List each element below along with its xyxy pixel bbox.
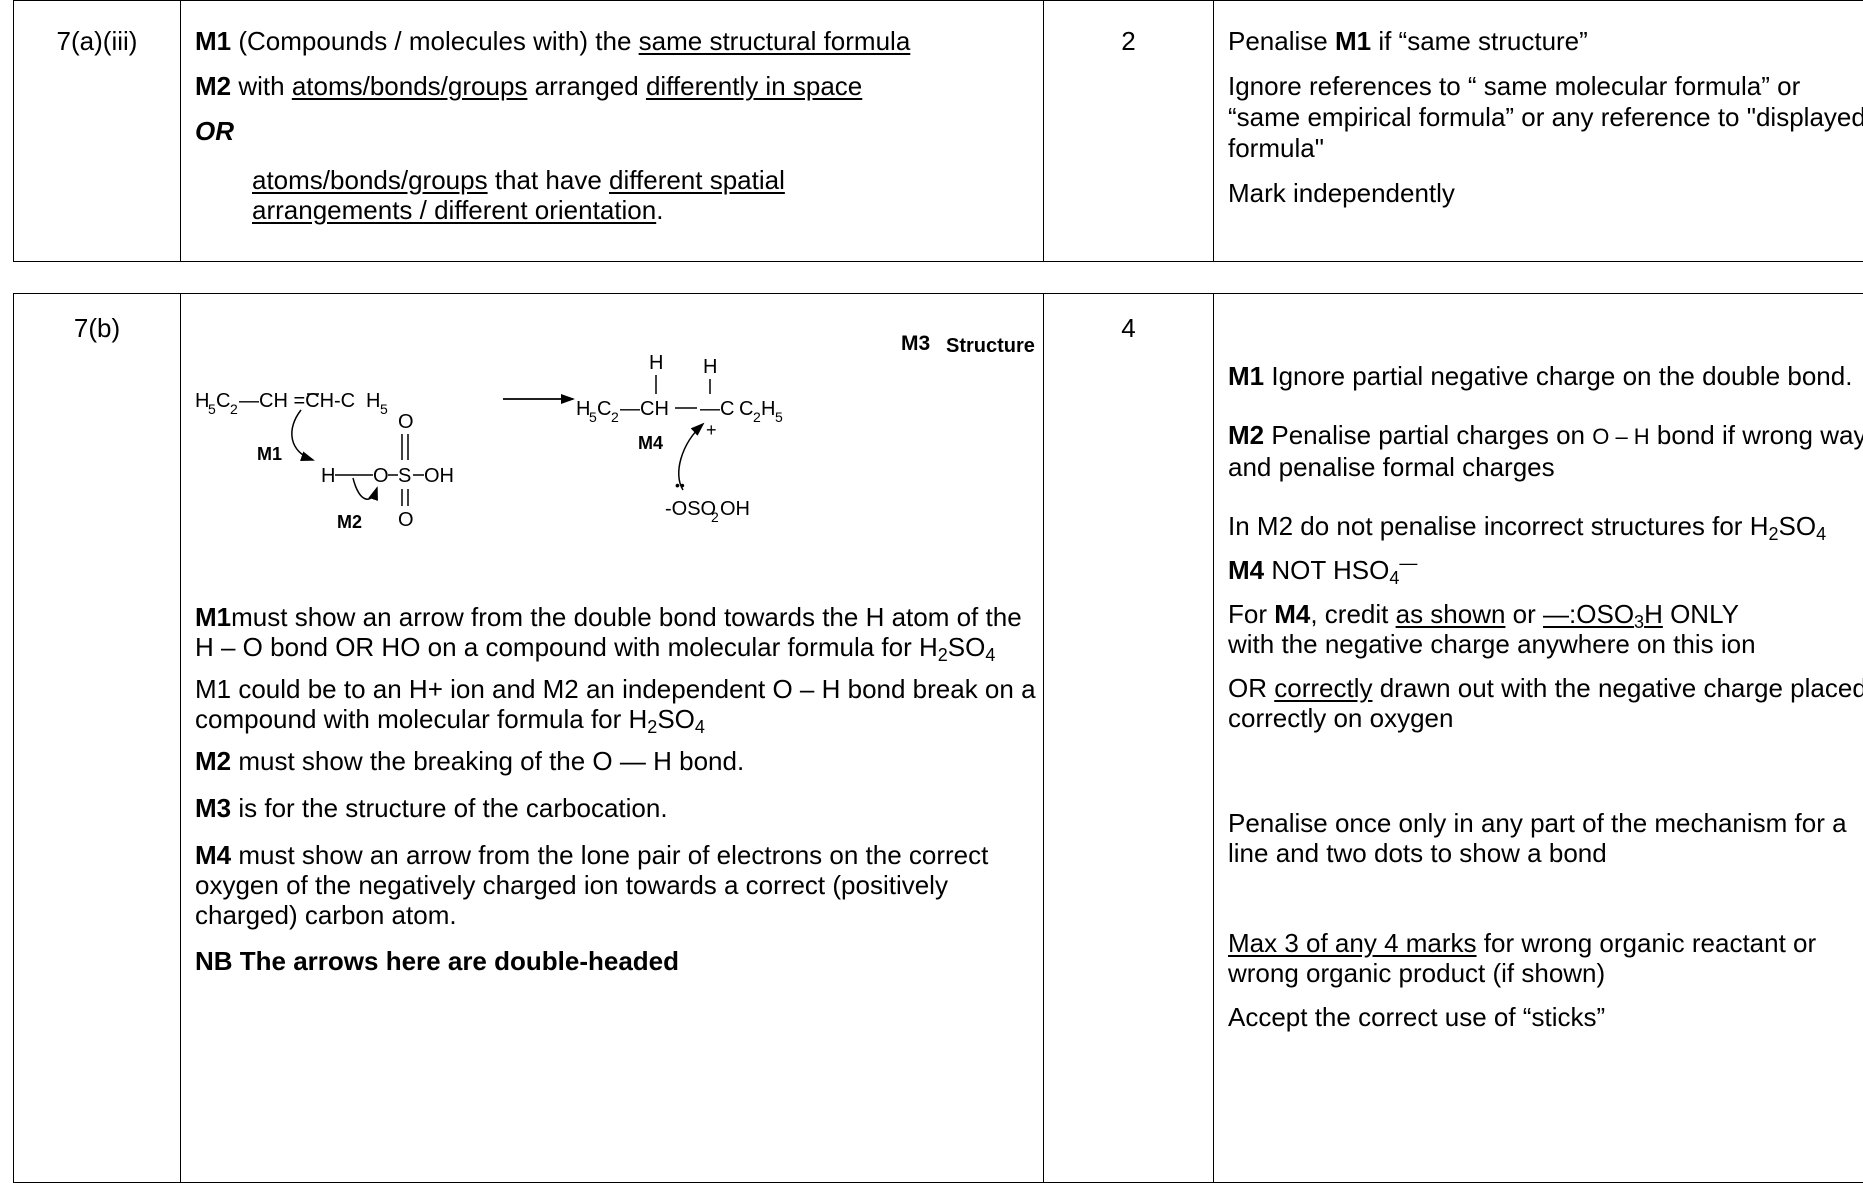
svg-text:C: C [216,390,230,412]
svg-text:5: 5 [589,409,597,425]
svg-text:+: + [706,420,717,440]
product-carbocation: H H H 5 C 2 —CH —C C 2 H 5 [576,352,783,440]
answer-p2: M1 could be to an H+ ion and M2 an indep… [195,674,1043,734]
svg-text:OH: OH [424,465,454,487]
m2-label: M2 [337,512,362,532]
reactant-alkene: H 5 C 2 —CH =CH-C H 5 [195,390,388,417]
svg-text:O: O [398,509,414,531]
svg-text:—CH: —CH [620,398,669,420]
guidance-m2: M2 Penalise partial charges on O – H bon… [1228,420,1863,482]
answer-alternative: atoms/bonds/groups that have different s… [195,165,1043,225]
mechanism-svg: M3 Structure H 5 C 2 —CH =CH-C H 5 [181,294,1041,602]
svg-text:5: 5 [380,401,388,417]
m1-label: M1 [257,444,282,464]
svg-text:-OSO: -OSO [665,498,716,520]
answer-p4: M3 is for the structure of the carbocati… [195,793,1043,824]
guidance-m2-structures: In M2 do not penalise incorrect structur… [1228,511,1863,541]
svg-text:S: S [398,465,411,487]
mark-scheme-row-7a-iii: 7(a)(iii) M1 (Compounds / molecules with… [13,0,1863,262]
guidance-2: Ignore references to “ same molecular fo… [1228,71,1863,164]
guidance-m4-credit: For M4, credit as shown or —:OSO3H ONLY … [1228,599,1863,659]
svg-text:H: H [761,398,775,420]
question-number: 7(b) [14,294,180,344]
answer-p5: M4 must show an arrow from the lone pair… [195,840,1043,930]
structure-label: Structure [946,335,1035,357]
svg-text:2: 2 [611,409,619,425]
svg-text:2: 2 [711,509,719,525]
svg-text:H: H [703,356,717,378]
answer-or: OR [195,116,1043,147]
m3-label: M3 [901,332,930,355]
answer-m1: M1 (Compounds / molecules with) the same… [195,26,1043,57]
svg-text:5: 5 [775,409,783,425]
answer-p3: M2 must show the breaking of the O — H b… [195,746,1043,777]
marks-value: 2 [1044,1,1213,57]
marks-value: 4 [1044,294,1213,344]
answer-p6: NB The arrows here are double-headed [195,946,1043,977]
svg-text:O: O [373,465,389,487]
svg-text:—CH =CH-C: —CH =CH-C [239,390,355,412]
svg-text:C: C [597,398,611,420]
question-cell: 7(b) [14,294,181,1183]
svg-text:OH: OH [720,498,750,520]
svg-text:C: C [739,398,753,420]
svg-text:H: H [649,352,663,374]
question-cell: 7(a)(iii) [14,1,181,262]
guidance-m4-drawn: OR correctly drawn out with the negative… [1228,673,1863,733]
marks-cell: 2 [1044,1,1214,262]
guidance-m1: M1 Ignore partial negative charge on the… [1228,361,1863,391]
mark-scheme-row-7b: 7(b) M3 Structure H 5 [13,293,1863,1183]
mechanism-diagram: M3 Structure H 5 C 2 —CH =CH-C H 5 [181,294,1043,602]
svg-text:••: •• [675,477,685,493]
svg-text:O: O [398,411,414,433]
question-number: 7(a)(iii) [14,1,180,57]
guidance-3: Mark independently [1228,178,1863,209]
guidance-1: Penalise M1 if “same structure” [1228,26,1863,57]
guidance-max: Max 3 of any 4 marks for wrong organic r… [1228,928,1863,988]
answer-m2: M2 with atoms/bonds/groups arranged diff… [195,71,1043,102]
answer-cell: M1 (Compounds / molecules with) the same… [181,1,1044,262]
m1-curly-arrow [292,410,313,460]
guidance-sticks: Accept the correct use of “sticks” [1228,1002,1863,1032]
answer-cell: M3 Structure H 5 C 2 —CH =CH-C H 5 [181,294,1044,1183]
svg-text:—C: —C [700,398,734,420]
svg-text:2: 2 [753,409,761,425]
guidance-m4-not: M4 NOT HSO4— [1228,555,1863,585]
guidance-cell: Penalise M1 if “same structure” Ignore r… [1214,1,1863,262]
svg-text:5: 5 [208,401,216,417]
guidance-cell: M1 Ignore partial negative charge on the… [1214,294,1863,1183]
m4-label: M4 [638,433,663,453]
guidance-penalise: Penalise once only in any part of the me… [1228,808,1863,868]
svg-text:H: H [321,465,335,487]
svg-text:2: 2 [230,401,238,417]
hydrogensulfate-anion: •• -OSO 2 OH [665,477,750,525]
marks-cell: 4 [1044,294,1214,1183]
answer-p1: M1must show an arrow from the double bon… [195,602,1043,662]
svg-text:H: H [366,390,380,412]
